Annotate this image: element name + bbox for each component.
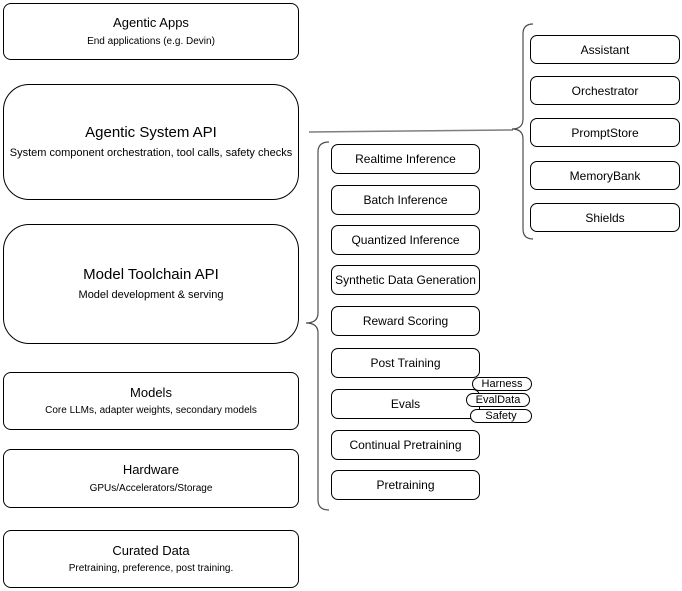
node-evals: Evals xyxy=(331,389,480,419)
pill-harness: Harness xyxy=(472,377,532,391)
node-post-training: Post Training xyxy=(331,348,480,378)
system-column-brace xyxy=(511,23,534,240)
node-model-toolchain-api: Model Toolchain API Model development & … xyxy=(3,224,299,344)
node-orchestrator: Orchestrator xyxy=(530,76,680,105)
pill-evaldata: EvalData xyxy=(466,393,530,407)
node-synthetic-data-generation: Synthetic Data Generation xyxy=(331,265,480,295)
node-curated-data: Curated Data Pretraining, preference, po… xyxy=(3,530,299,588)
node-title: Hardware xyxy=(122,462,180,478)
node-subtitle: GPUs/Accelerators/Storage xyxy=(89,482,213,494)
node-reward-scoring: Reward Scoring xyxy=(331,306,480,336)
node-agentic-system-api: Agentic System API System component orch… xyxy=(3,84,299,200)
pill-safety: Safety xyxy=(470,409,532,423)
toolchain-column-brace xyxy=(305,141,330,511)
node-title: Model Toolchain API xyxy=(83,265,219,283)
node-title: Models xyxy=(130,384,172,400)
node-hardware: Hardware GPUs/Accelerators/Storage xyxy=(3,449,299,508)
node-batch-inference: Batch Inference xyxy=(331,185,480,215)
node-subtitle: End applications (e.g. Devin) xyxy=(87,35,215,47)
node-subtitle: Core LLMs, adapter weights, secondary mo… xyxy=(45,405,257,417)
node-promptstore: PromptStore xyxy=(530,118,680,147)
node-subtitle: Model development & serving xyxy=(78,289,224,302)
node-title: Agentic Apps xyxy=(113,15,189,31)
node-assistant: Assistant xyxy=(530,35,680,64)
node-title: Curated Data xyxy=(112,542,190,558)
node-models: Models Core LLMs, adapter weights, secon… xyxy=(3,372,299,430)
node-subtitle: Pretraining, preference, post training. xyxy=(68,563,234,575)
node-quantized-inference: Quantized Inference xyxy=(331,225,480,255)
node-continual-pretraining: Continual Pretraining xyxy=(331,430,480,460)
agentic-api-connector-line xyxy=(308,129,514,133)
node-title: Agentic System API xyxy=(85,123,217,141)
node-subtitle: System component orchestration, tool cal… xyxy=(9,147,293,160)
node-agentic-apps: Agentic Apps End applications (e.g. Devi… xyxy=(3,3,299,60)
node-shields: Shields xyxy=(530,203,680,232)
node-pretraining: Pretraining xyxy=(331,470,480,500)
node-realtime-inference: Realtime Inference xyxy=(331,144,480,174)
node-memorybank: MemoryBank xyxy=(530,161,680,190)
